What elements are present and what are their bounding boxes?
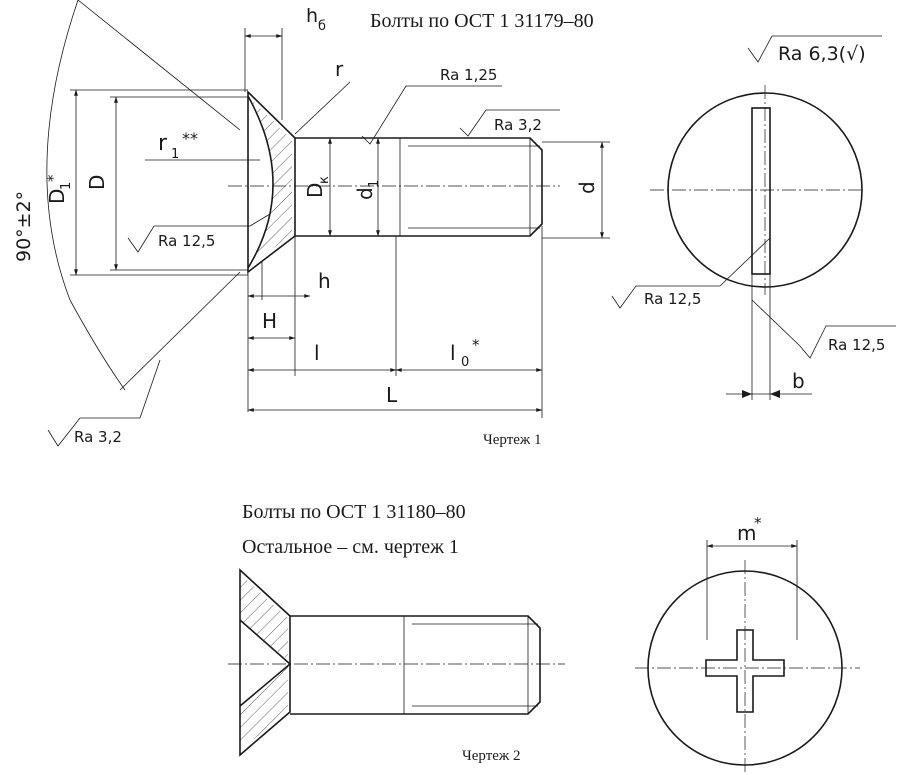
r-label: r	[335, 57, 344, 81]
bolt-1-head-hatch	[248, 96, 292, 268]
angle-leader-bottom	[119, 271, 241, 391]
D1-sub: 1	[59, 182, 74, 190]
drawing-1-title: Болты по ОСТ 1 31179–80	[370, 10, 594, 32]
roughness-slot-right: Ra 12,5	[751, 299, 896, 359]
drawing-2-subtitle: Остальное – см. чертеж 1	[242, 536, 459, 558]
l0-mark: *	[472, 336, 480, 354]
r-leader	[294, 81, 351, 135]
m-label: m	[737, 521, 756, 545]
svg-text:Ra 12,5: Ra 12,5	[158, 232, 215, 250]
r1-mark: **	[182, 129, 198, 148]
b-label: b	[792, 369, 805, 393]
drawing-1: Болты по ОСТ 1 31179–80 Чертеж 1 90°±2° …	[13, 0, 896, 448]
r1-label: r	[158, 131, 168, 156]
l0-label: l	[450, 341, 456, 365]
d1-sub: 1	[367, 180, 382, 188]
cross-recess	[705, 629, 785, 713]
bolt-2-head	[239, 568, 291, 757]
H-label: H	[262, 309, 277, 333]
bolt-2-shank	[290, 615, 541, 715]
cross-recess-profile	[239, 619, 292, 707]
l0-sub: 0	[461, 355, 469, 370]
angle-leader-top	[77, 0, 241, 131]
svg-text:Ra 6,3(√): Ra 6,3(√)	[778, 43, 866, 65]
roughness-thread: Ra 3,2	[459, 109, 560, 137]
l-label: l	[314, 341, 320, 365]
head-recess-curve	[247, 95, 274, 269]
r1-sub: 1	[171, 147, 179, 162]
svg-text:Ra 1,25: Ra 1,25	[440, 66, 497, 84]
drawing-2-title: Болты по ОСТ 1 31180–80	[242, 501, 466, 523]
hb-label: h	[306, 5, 318, 27]
svg-text:Ra 12,5: Ra 12,5	[644, 290, 701, 308]
roughness-head-inner: Ra 12,5	[127, 213, 271, 253]
drawing-1-caption: Чертеж 1	[483, 432, 542, 448]
D1-mark: *	[44, 174, 62, 182]
bolt-2-head-hatch	[240, 574, 288, 750]
angle-label: 90°±2°	[13, 191, 35, 262]
D-label: D	[85, 175, 109, 190]
h-label: h	[318, 269, 331, 293]
Dk-label: D	[303, 183, 327, 198]
roughness-cone: Ra 3,2	[47, 359, 161, 447]
bolt-1-shank	[295, 137, 543, 237]
svg-text:Ra 12,5: Ra 12,5	[828, 336, 885, 354]
drawing-2: Болты по ОСТ 1 31180–80 Остальное – см. …	[228, 501, 860, 775]
svg-text:Ra 3,2: Ra 3,2	[494, 116, 542, 134]
angle-arc	[46, 0, 126, 391]
roughness-shank: Ra 1,25	[361, 66, 502, 145]
drawing-2-caption: Чертеж 2	[462, 748, 521, 764]
svg-text:Ra 3,2: Ra 3,2	[74, 428, 122, 446]
hb-sub: б	[318, 19, 326, 34]
roughness-slot-left: Ra 12,5	[611, 237, 771, 309]
m-mark: *	[754, 514, 762, 532]
slot	[751, 107, 771, 275]
L-label: L	[386, 383, 398, 407]
Dk-sub: к	[317, 176, 332, 184]
surface-symbol: Ra 6,3(√)	[747, 35, 882, 65]
D1-label: D	[45, 189, 69, 204]
d1-label: d	[353, 187, 377, 200]
d-label: d	[575, 181, 599, 194]
